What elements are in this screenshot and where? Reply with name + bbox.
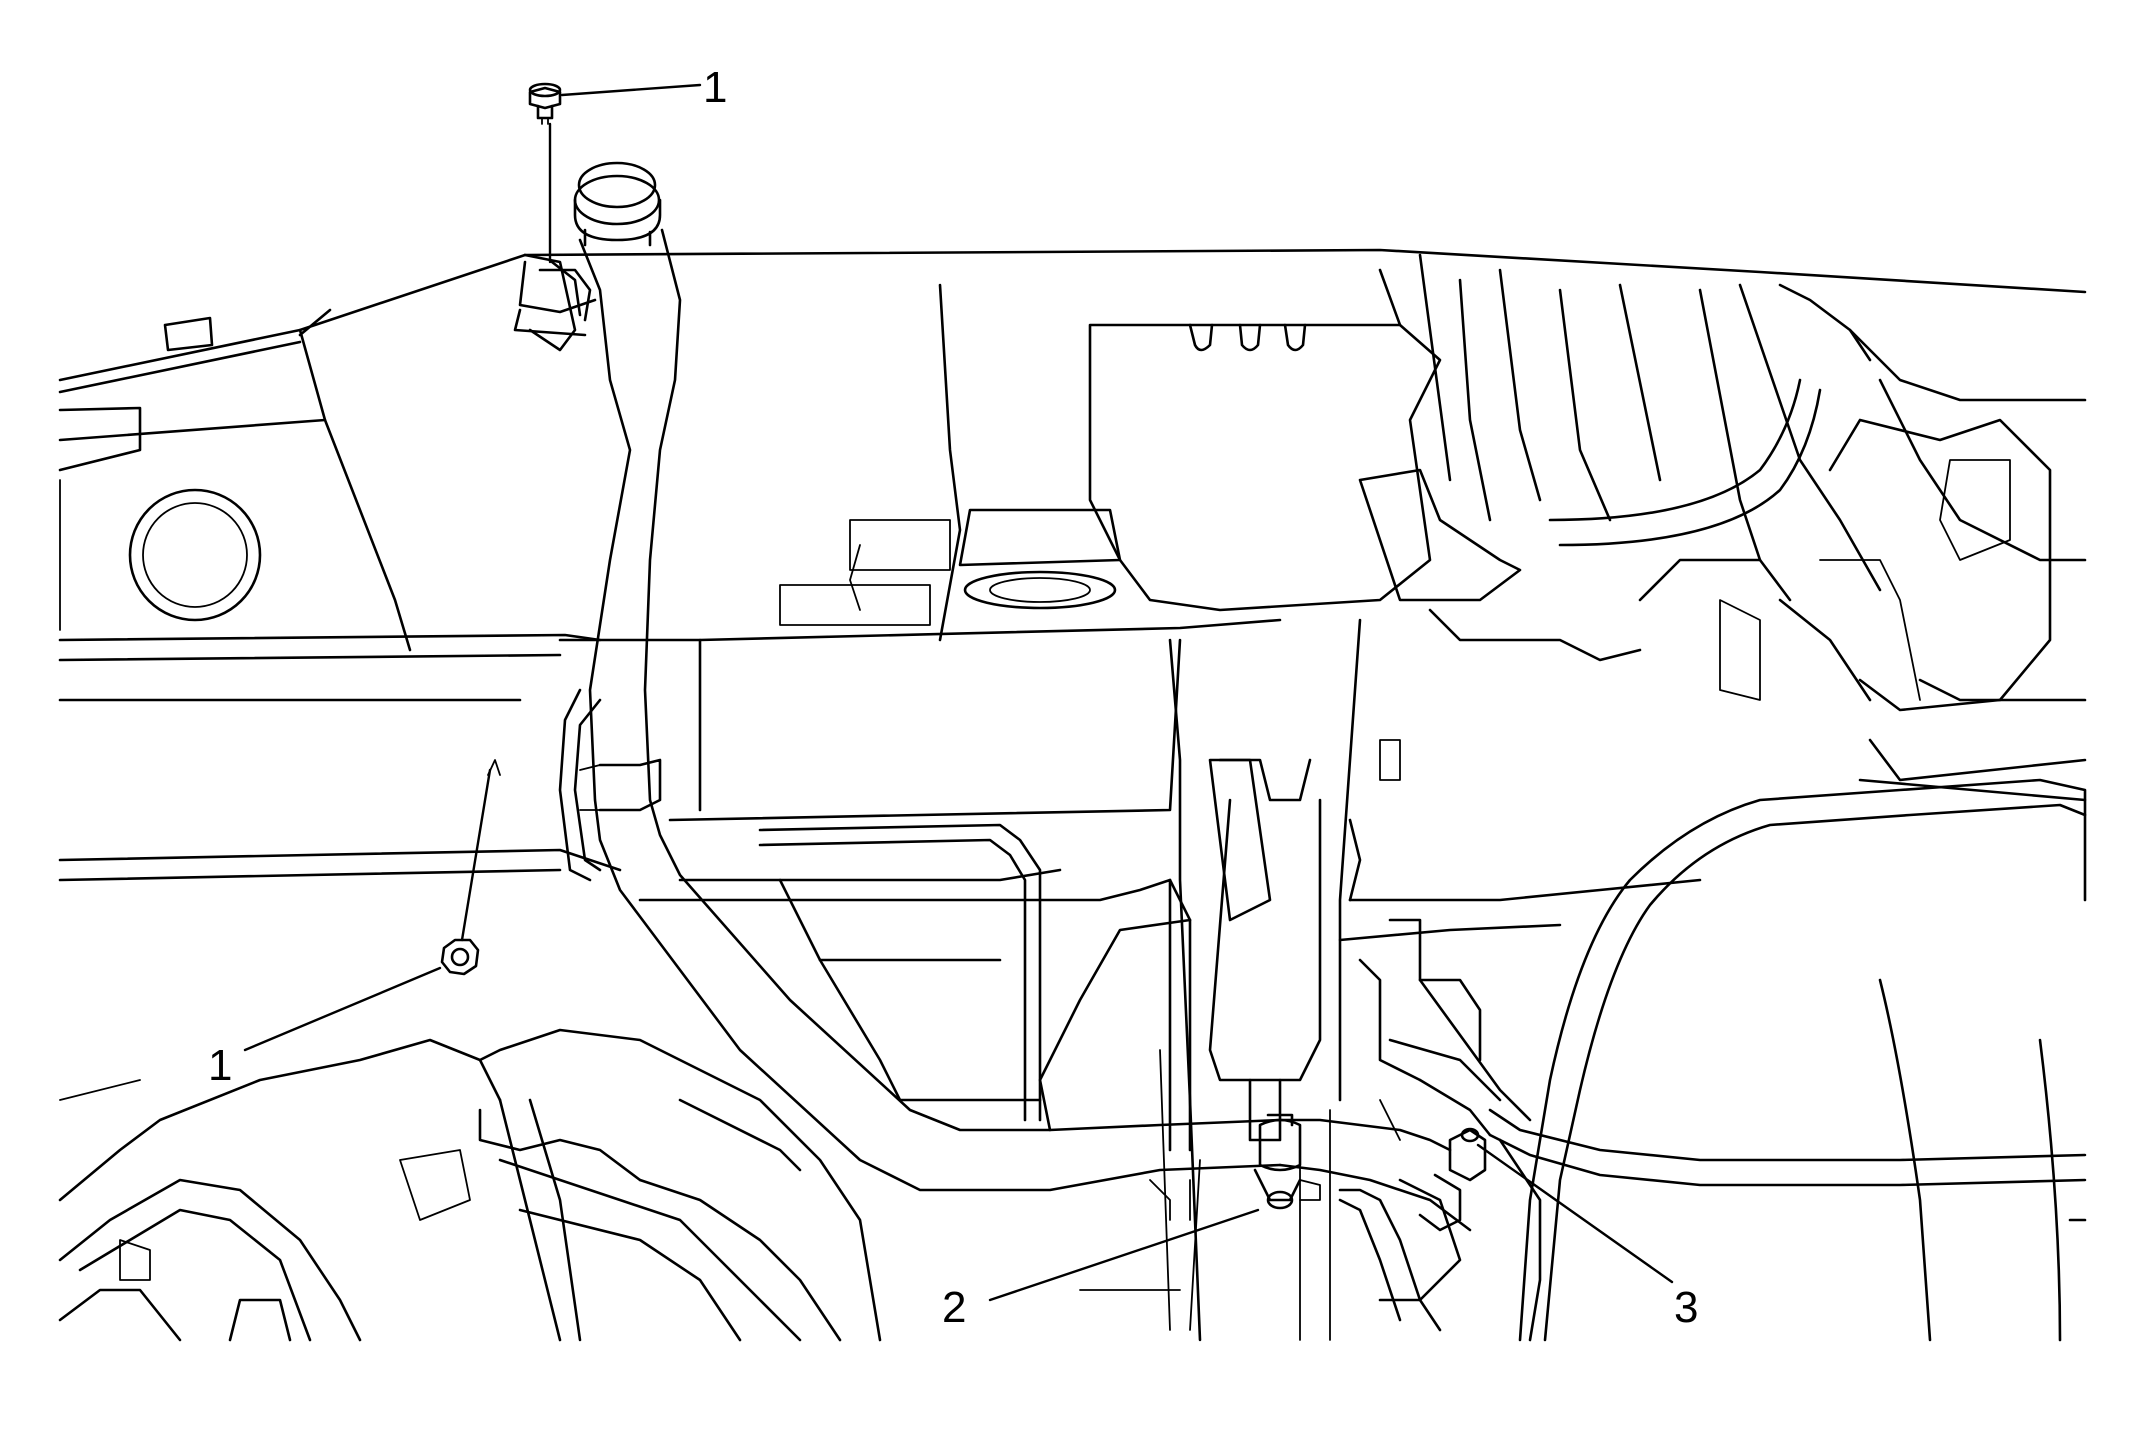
nut-left-leader <box>460 768 492 942</box>
top-bolt-bracket <box>513 260 597 337</box>
bolt-top <box>528 82 562 125</box>
callout-1-top-label: 1 <box>703 63 727 112</box>
fuel-tank <box>1518 778 2087 1342</box>
pipe-clamp <box>1253 1113 1321 1210</box>
center-right-panel <box>1088 253 1522 612</box>
lower-left-panel <box>58 1028 882 1342</box>
right-brackets <box>1358 918 1542 1342</box>
fuel-filler-pipe <box>573 161 1472 1232</box>
callout-2-leader <box>988 1208 1260 1302</box>
callout-2-label: 2 <box>942 1283 966 1332</box>
callout-3-leader <box>1476 1143 1674 1284</box>
callout-1-left-leader <box>243 966 442 1052</box>
center-tunnel-box <box>558 283 1282 822</box>
callout-1-top-leader <box>560 83 702 97</box>
callout-1-left-label: 1 <box>208 1041 232 1090</box>
nut-left <box>440 938 480 976</box>
nut-left-stud <box>487 759 501 776</box>
upper-body-panel <box>58 248 2087 702</box>
center-vertical-member <box>1079 618 1401 1342</box>
fuel-lines <box>1418 1078 2087 1187</box>
right-frame-structure <box>1428 268 2087 802</box>
callout-3-label: 3 <box>1674 1283 1698 1332</box>
vent-line <box>558 688 1442 1332</box>
lower-frame <box>58 758 1702 1152</box>
hose-connector <box>1418 1127 1487 1232</box>
